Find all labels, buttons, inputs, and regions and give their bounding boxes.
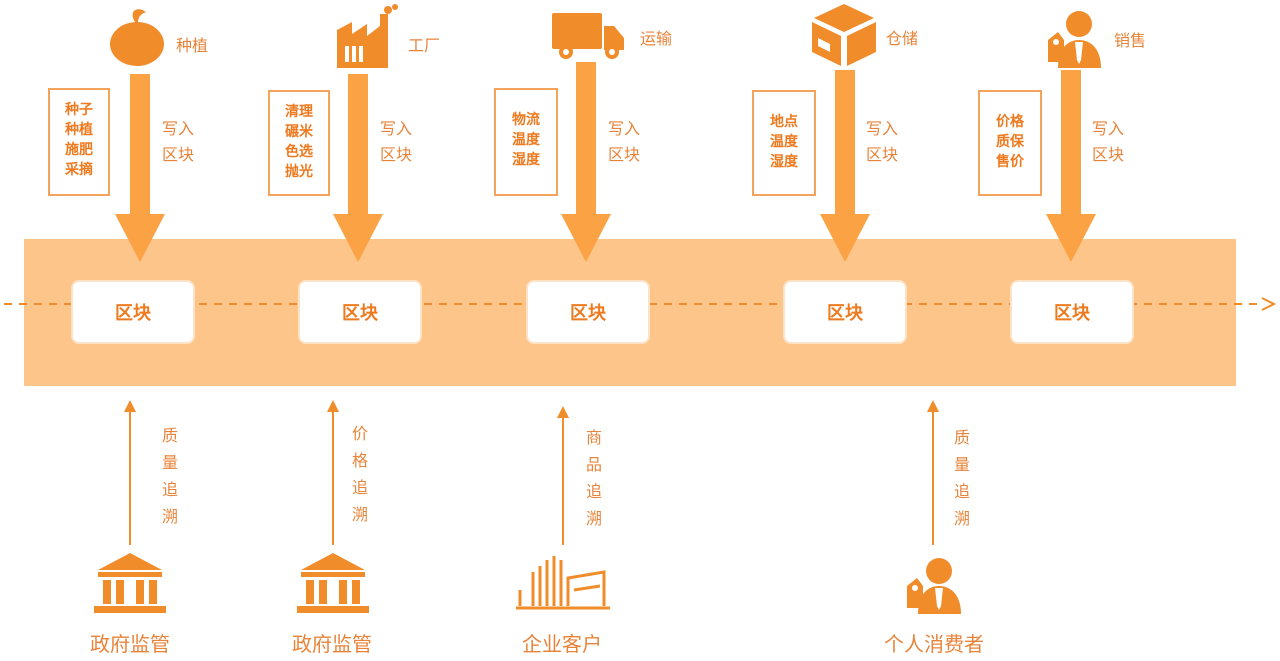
government-building-icon xyxy=(297,553,369,613)
consumer-label-gov-2: 政府监管 xyxy=(292,632,372,656)
block-node-3: 区块 xyxy=(526,280,650,344)
write-label-planting: 写入 区块 xyxy=(162,119,195,164)
stage-label-storage: 仓储 xyxy=(886,29,919,48)
block-node-4: 区块 xyxy=(783,280,907,344)
write-label-factory: 写入 区块 xyxy=(380,119,413,164)
write-arrow-2 xyxy=(333,74,383,262)
note-box-storage: 地点 温度 湿度 xyxy=(752,90,816,196)
consumer-label-individual: 个人消费者 xyxy=(884,632,984,656)
stage-label-factory: 工厂 xyxy=(408,36,441,55)
factory-icon xyxy=(337,4,398,68)
salesperson-icon xyxy=(1048,11,1101,68)
chain-arrowhead xyxy=(1261,297,1277,311)
stage-label-planting: 种植 xyxy=(176,36,209,55)
note-box-sales: 价格 质保 售价 xyxy=(978,90,1042,196)
note-box-factory: 清理 碾米 色选 抛光 xyxy=(268,90,330,196)
enterprise-building-icon xyxy=(516,556,610,610)
stage-label-transport: 运输 xyxy=(640,29,673,48)
government-building-icon xyxy=(94,553,166,613)
note-box-planting: 种子 种植 施肥 采摘 xyxy=(48,88,110,196)
write-label-storage: 写入 区块 xyxy=(866,119,899,164)
person-icon xyxy=(907,558,961,614)
consumer-label-gov-1: 政府监管 xyxy=(90,632,170,656)
stage-label-sales: 销售 xyxy=(1114,31,1147,50)
block-node-5: 区块 xyxy=(1010,280,1134,344)
consumer-label-enterprise: 企业客户 xyxy=(522,632,602,656)
write-label-transport: 写入 区块 xyxy=(608,119,641,164)
trace-label-2: 价 格 追 溯 xyxy=(351,424,368,524)
write-arrow-1 xyxy=(115,74,165,262)
trace-label-3: 商 品 追 溯 xyxy=(585,428,602,528)
write-arrow-5 xyxy=(1046,70,1096,262)
fruit-icon xyxy=(110,9,164,66)
write-label-sales: 写入 区块 xyxy=(1092,119,1125,164)
write-arrow-4 xyxy=(820,70,870,262)
trace-label-1: 质 量 追 溯 xyxy=(161,426,178,526)
truck-icon xyxy=(552,13,624,59)
trace-label-4: 质 量 追 溯 xyxy=(953,428,970,528)
block-node-2: 区块 xyxy=(298,280,422,344)
write-arrow-3 xyxy=(561,62,611,262)
block-node-1: 区块 xyxy=(71,280,195,344)
note-box-transport: 物流 温度 湿度 xyxy=(494,88,558,196)
box-icon xyxy=(812,4,876,66)
